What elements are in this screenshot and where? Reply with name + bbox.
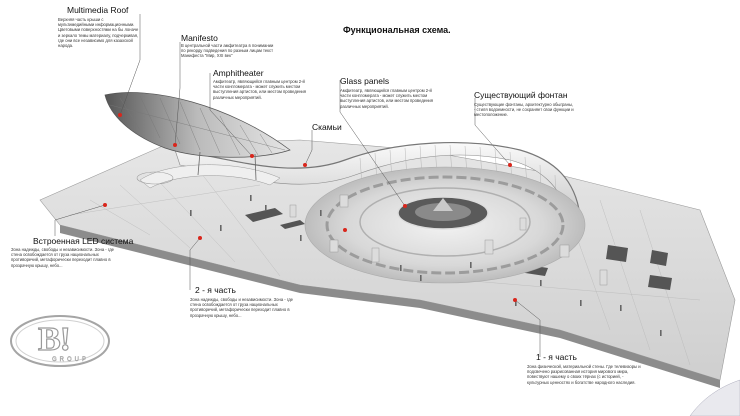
callout-text-fountain: Существующие фонтаны, архитектурно обыгр… (474, 102, 574, 118)
amphitheater-stage (415, 203, 471, 221)
logo-mark: B! (37, 320, 71, 358)
amphitheater-cone (433, 198, 453, 211)
kiosks (289, 194, 608, 286)
callout-text-multimedia-roof: Верхняя часть крыши с мультимедийными ин… (58, 17, 139, 49)
callout-title-fountain: Существующий фонтан (474, 90, 568, 100)
ramp (139, 164, 281, 189)
callout-title-benches: Скамьи (312, 122, 342, 132)
leader-lines (54, 14, 541, 357)
callout-text-part2: Зона надежды, свободы и независимости. З… (190, 297, 293, 318)
callout-text-amphitheater: Амфитеатр, являющийся главным центром 2-… (213, 79, 307, 100)
logo-subtitle: GROUP (52, 357, 90, 363)
callout-title-glass-panels: Glass panels (340, 76, 390, 86)
callout-text-part1: Зона физической, материальной стены. Где… (527, 364, 641, 385)
roof-ribs (109, 95, 286, 156)
callout-title-multimedia-roof: Multimedia Roof (67, 5, 129, 15)
plaza-ring (325, 175, 565, 275)
callout-title-amphitheater: Amphitheater (213, 68, 264, 78)
logo-ellipse (10, 315, 110, 367)
bi-group-logo: B! GROUP (8, 313, 112, 369)
ramp-spiral (136, 171, 174, 185)
corner-wave (689, 379, 740, 416)
floor-strips (245, 208, 672, 290)
callout-text-manifesto: В центральной части амфитеатра в пониман… (181, 43, 274, 59)
plaza-ring-inner (359, 187, 531, 257)
callout-text-glass-panels: Амфитеатр, являющийся главным центром 2-… (340, 88, 434, 109)
callout-title-manifesto: Manifesto (181, 33, 218, 43)
roof-supports (197, 151, 257, 181)
page-title: Функциональная схема. (343, 25, 451, 35)
callout-title-part2: 2 - я часть (195, 285, 236, 295)
leader-dots (103, 113, 517, 302)
wall-top-band (174, 142, 581, 216)
callout-title-led-system: Встроенная LED система (33, 236, 134, 246)
multimedia-roof (104, 92, 291, 158)
callout-text-led-system: Зона надежды, свободы и независимости. З… (11, 247, 114, 268)
people (190, 195, 662, 336)
callout-title-part1: 1 - я часть (536, 352, 577, 362)
